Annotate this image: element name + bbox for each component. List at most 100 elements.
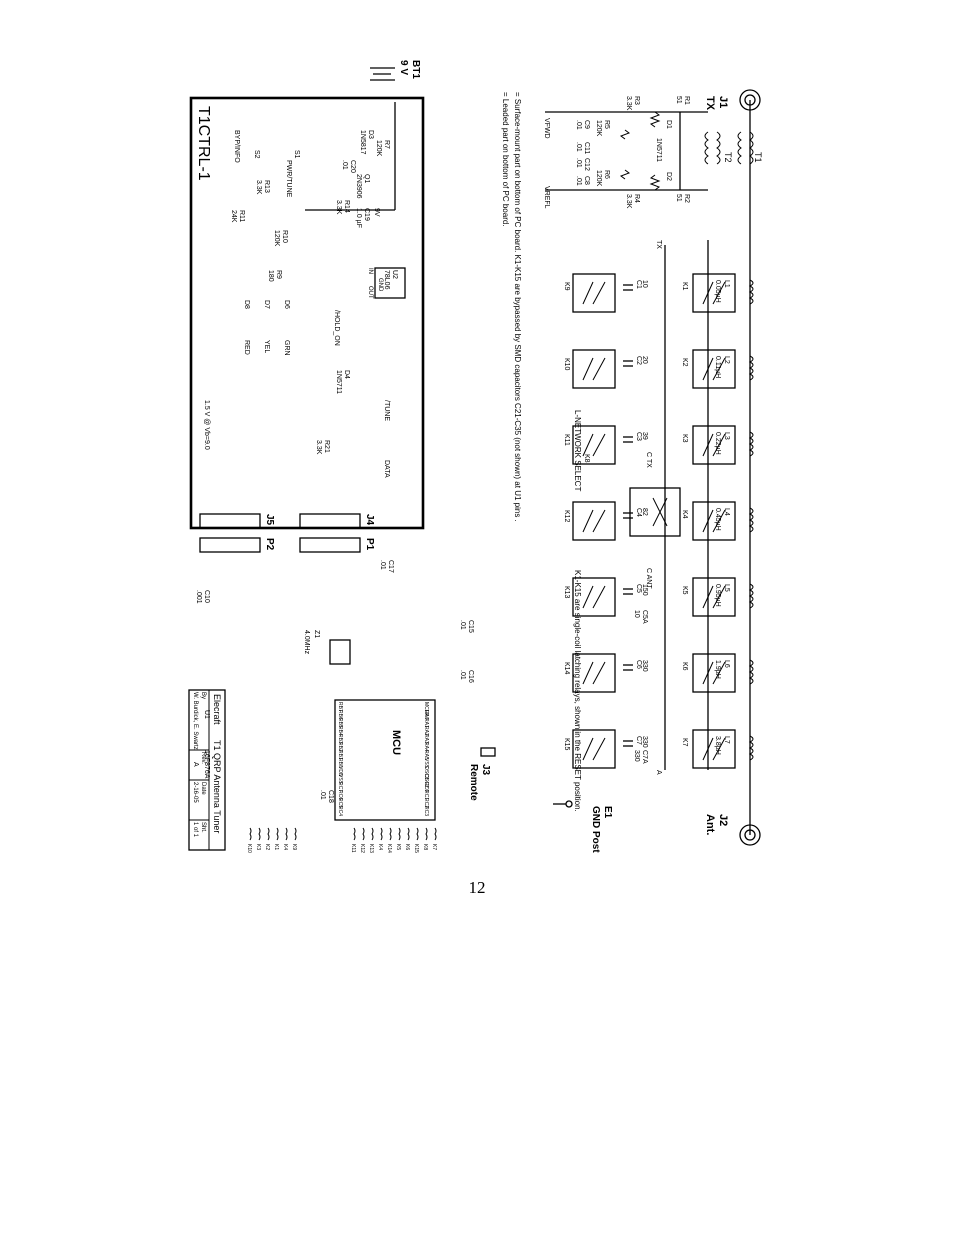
battery-ref: BT1 (410, 60, 421, 79)
title-block: Elecraft T1 QRP Antenna Tuner By W. Burd… (188, 689, 226, 851)
c19-val: 1.0 µF (355, 208, 362, 228)
coil-k7: K7 (431, 827, 437, 850)
lnetwork-label: L-NETWORK SELECT (573, 410, 582, 491)
coil-k4: K4 (282, 827, 288, 850)
mcu-pin-left: RC0 (423, 782, 429, 792)
d3-val: 1N5817 (359, 130, 366, 155)
coil-label: K2 (264, 844, 270, 850)
inductor-relay (692, 653, 736, 693)
capacitor-relay (572, 577, 616, 617)
schematic-drawing: J1 TX J2 Ant. T1 T2 R1 (188, 60, 763, 853)
mcu-title: MCU (390, 730, 402, 755)
vrefl-label: VREFL (543, 186, 550, 209)
inductor-relay-ref: K5 (681, 586, 688, 595)
tb-date-label: Date (200, 782, 206, 795)
coil-label: K10 (246, 844, 252, 853)
capacitor-value: 39 (641, 432, 648, 440)
diode-type: 1N5711 (655, 138, 662, 162)
c15-val: .01 (459, 620, 466, 630)
r11-ref: R11 (238, 210, 245, 222)
capacitor-value: 82 (641, 508, 648, 516)
r4-value: 3.3K (625, 194, 632, 209)
ctrl-parts: D3 1N5817 R7 120K C20 .01 Q1 2N3906 R14 … (203, 102, 406, 478)
mcu-pin-right: RB1 (337, 750, 343, 760)
coil-k2: K2 (264, 827, 270, 850)
mcu-pin-right: RB2 (337, 742, 343, 752)
s2-label: S2 (253, 150, 260, 159)
q1-val: 2N3906 (355, 174, 362, 199)
j3-ref: J3 (480, 764, 491, 776)
capacitor-value: 330 (641, 736, 648, 748)
ctx-label: C TX (645, 452, 652, 468)
t1-label: T1 (753, 152, 763, 163)
p2-ref: P2 (264, 538, 275, 551)
c5a-ref: C5A (641, 610, 648, 624)
j1-ref: J1 (717, 96, 729, 108)
u1-ref: U1 (203, 710, 210, 719)
mcu-pin-left: RA0 (423, 710, 429, 720)
coil-label: K4 (282, 844, 288, 850)
coil-k3: K3 (255, 827, 261, 850)
c9-label: C9 (583, 120, 590, 129)
mcu-pin-right: RB4 (337, 726, 343, 736)
r6-label: R6 (603, 170, 610, 179)
inductor-ref: L3 (723, 432, 730, 440)
capacitor-value: 330 (641, 660, 648, 672)
mcu-pin-left: RC3 (423, 806, 429, 816)
capacitor-ref: C6 (635, 660, 642, 669)
capacitor-relay-ref: K14 (563, 662, 570, 675)
inductor-value: 3.8µH (714, 736, 721, 755)
c8-label: C8 (583, 176, 590, 185)
mcu-pin-right: RB7 (337, 702, 343, 712)
inductor-ref: L2 (723, 356, 730, 364)
mcu-pin-left: RC1 (423, 790, 429, 800)
u2-ref: U2 (391, 270, 398, 279)
coil-k4: K4 (377, 827, 383, 850)
tb-sht-label: Sht. (200, 822, 206, 833)
mcu-pin-left: RA5 (423, 750, 429, 760)
d6-color: GRN (283, 340, 290, 356)
capacitor-relay (572, 501, 616, 541)
smd-note: = Surface-mount part on bottom of PC boa… (513, 92, 522, 522)
d3-ref: D3 (367, 130, 374, 139)
mcu-pin-left: VSS (423, 758, 429, 769)
coil-label: K7 (431, 844, 437, 850)
mcu-pin-right: RB0 (337, 758, 343, 768)
mcu-pin-left: RC2 (423, 798, 429, 808)
inductor-relay (692, 501, 736, 541)
c11-value: .01 (575, 142, 582, 152)
tb-rev: A (192, 762, 199, 767)
d2-label: D2 (665, 172, 672, 181)
c12-label: C12 (583, 158, 590, 171)
mcu-pin-right: RB3 (337, 734, 343, 744)
r5-value: 120K (595, 120, 602, 137)
mcu: MCU U1 16F876A MCLRRA0RA1RA2RA3RA4RA5VSS… (203, 699, 436, 821)
r21-ref: R21 (323, 440, 330, 453)
c15-ref: C15 (467, 620, 474, 633)
capacitor-relay (572, 425, 616, 465)
pw-net: 9V (373, 208, 380, 217)
d7-ref: D7 (263, 300, 270, 309)
capacitor-value: 10 (641, 280, 648, 288)
inductor-relay (692, 577, 736, 617)
capacitor-relay-ref: K15 (563, 738, 570, 751)
d8-color: RED (243, 340, 250, 355)
coil-k12: K12 (359, 827, 365, 853)
e1-ref: E1 (602, 806, 613, 819)
j3-connector: J3 Remote (468, 747, 496, 801)
r2-value: 51 (675, 194, 682, 202)
d7-color: YEL (263, 340, 270, 353)
mcu-pin-right: VSS (337, 774, 343, 785)
coil-k10: K10 (246, 827, 252, 853)
capacitor-value: 20 (641, 356, 648, 364)
r3-label: R3 (633, 96, 640, 105)
